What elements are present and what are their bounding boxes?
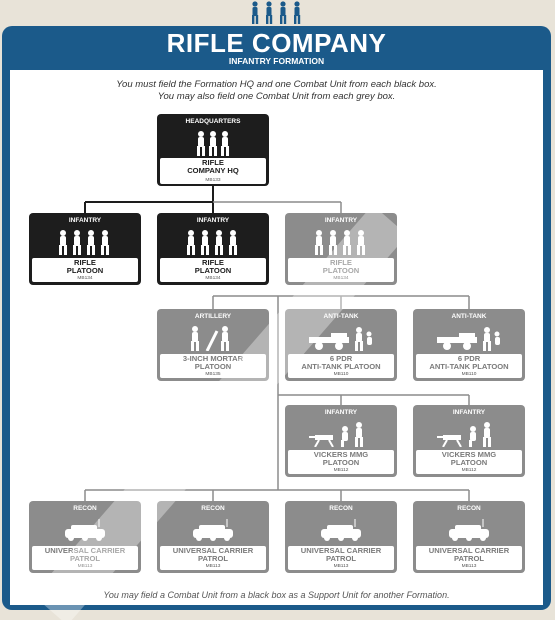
formation-subtitle: INFANTRY FORMATION: [228, 56, 325, 66]
box-label-panel: VICKERS MMG PLATOON MB112: [416, 450, 522, 474]
box-code: MB135: [205, 372, 221, 377]
rifle-platoon-box-2: INFANTRY RIFLE PLATOON MB134: [157, 213, 269, 285]
machine-gun-icon: [309, 422, 363, 447]
anti-tank-gun-icon: [309, 327, 372, 351]
box-name-line-2: PATROL: [325, 554, 357, 563]
box-label-panel: 6 PDR ANTI-TANK PLATOON MB110: [288, 354, 394, 378]
box-code: MB113: [205, 564, 221, 569]
box-code: MB134: [333, 276, 349, 281]
mortar-platoon-box: ARTILLERY 3-INCH MORTAR PLATOON MB135: [157, 309, 269, 381]
box-name-line-2: PLATOON: [194, 362, 232, 371]
box-name-line-1: VICKERS MMG: [441, 450, 497, 459]
machine-gun-icon: [437, 422, 491, 447]
box-label-panel: VICKERS MMG PLATOON MB112: [288, 450, 394, 474]
box-label-panel: 3-INCH MORTAR PLATOON MB135: [160, 354, 266, 378]
box-name-line-2: ANTI-TANK PLATOON: [429, 362, 509, 371]
box-label-panel: UNIVERSAL CARRIER PATROL MB113: [416, 546, 522, 570]
box-code: MB113: [461, 564, 477, 569]
footer-note: You may field a Combat Unit from a black…: [103, 590, 450, 600]
instruction-line-1: You must field the Formation HQ and one …: [116, 79, 437, 90]
box-code: MB133: [205, 178, 221, 183]
box-name-line-2: ANTI-TANK PLATOON: [301, 362, 381, 371]
box-name-line-1: UNIVERSAL CARRIER: [428, 546, 510, 555]
box-category: RECON: [201, 505, 225, 512]
box-name-line-1: UNIVERSAL CARRIER: [300, 546, 382, 555]
box-name-line-1: 3-INCH MORTAR: [182, 354, 244, 363]
box-name-line-2: PLATOON: [66, 266, 104, 275]
box-code: MB110: [461, 372, 477, 377]
rifle-platoon-box-1: INFANTRY RIFLE PLATOON MB134: [29, 213, 141, 285]
box-category: INFANTRY: [68, 217, 102, 224]
universal-carrier-patrol-box-3: RECON UNIVERSAL CARRIER PATROL MB113: [285, 501, 397, 573]
universal-carrier-patrol-box-2: RECON UNIVERSAL CARRIER PATROL MB113: [157, 501, 269, 573]
box-label-panel: RIFLE PLATOON MB134: [288, 258, 394, 282]
box-code: MB112: [333, 468, 349, 473]
box-name-line-1: UNIVERSAL CARRIER: [172, 546, 254, 555]
carrier-icon: [193, 519, 233, 541]
box-name-line-1: 6 PDR: [329, 354, 353, 363]
box-code: MB113: [333, 564, 349, 569]
box-name-line-2: COMPANY HQ: [187, 166, 239, 175]
box-category: ANTI-TANK: [323, 313, 359, 320]
box-name-line-2: PLATOON: [322, 266, 360, 275]
box-code: MB134: [205, 276, 221, 281]
infantry-icon: [197, 131, 229, 156]
formation-title: RIFLE COMPANY: [166, 28, 387, 58]
box-name-line-1: UNIVERSAL CARRIER: [44, 546, 126, 555]
infantry-icon: [315, 230, 365, 255]
box-name-line-2: PATROL: [69, 554, 101, 563]
anti-tank-platoon-box-2: ANTI-TANK 6 PDR ANTI-TANK PLATOON MB110: [413, 309, 525, 381]
box-category: INFANTRY: [196, 217, 230, 224]
box-label-panel: UNIVERSAL CARRIER PATROL MB113: [32, 546, 138, 570]
box-code: MB134: [77, 276, 93, 281]
carrier-icon: [65, 519, 105, 541]
box-code: MB112: [461, 468, 477, 473]
box-name-line-2: PATROL: [453, 554, 485, 563]
vickers-mmg-platoon-box-1: INFANTRY VICKERS MMG PLATOON MB112: [285, 405, 397, 477]
box-name-line-2: PLATOON: [322, 458, 360, 467]
anti-tank-platoon-box-1: ANTI-TANK 6 PDR ANTI-TANK PLATOON MB110: [285, 309, 397, 381]
instruction-line-2: You may also field one Combat Unit from …: [157, 91, 396, 102]
box-category: INFANTRY: [324, 409, 358, 416]
headquarters-box: HEADQUARTERS RIFLE COMPANY HQ MB133: [157, 114, 269, 186]
box-category: RECON: [457, 505, 481, 512]
rifle-platoon-box-3: INFANTRY RIFLE PLATOON MB134: [285, 213, 397, 285]
carrier-icon: [449, 519, 489, 541]
box-category: ARTILLERY: [194, 313, 232, 320]
box-category: RECON: [329, 505, 353, 512]
anti-tank-gun-icon: [437, 327, 500, 351]
box-name-line-2: PLATOON: [194, 266, 232, 275]
carrier-icon: [321, 519, 361, 541]
box-label-panel: RIFLE PLATOON MB134: [160, 258, 266, 282]
box-code: MB113: [77, 564, 93, 569]
universal-carrier-patrol-box-4: RECON UNIVERSAL CARRIER PATROL MB113: [413, 501, 525, 573]
box-category: INFANTRY: [452, 409, 486, 416]
box-name-line-1: RIFLE: [74, 258, 96, 267]
box-category: INFANTRY: [324, 217, 358, 224]
box-code: MB110: [333, 372, 349, 377]
box-label-panel: RIFLE COMPANY HQ MB133: [160, 158, 266, 184]
infantry-icon: [59, 230, 109, 255]
box-name-line-1: VICKERS MMG: [313, 450, 369, 459]
box-label-panel: UNIVERSAL CARRIER PATROL MB113: [288, 546, 394, 570]
box-category: HEADQUARTERS: [185, 118, 241, 125]
universal-carrier-patrol-box-1: RECON UNIVERSAL CARRIER PATROL MB113: [29, 501, 141, 573]
box-category: RECON: [73, 505, 97, 512]
box-label-panel: 6 PDR ANTI-TANK PLATOON MB110: [416, 354, 522, 378]
mortar-icon: [191, 326, 229, 351]
box-name-line-2: PATROL: [197, 554, 229, 563]
box-name-line-1: 6 PDR: [457, 354, 481, 363]
infantry-icon: [187, 230, 237, 255]
box-category: ANTI-TANK: [451, 313, 487, 320]
box-name-line-1: RIFLE: [202, 258, 224, 267]
box-name-line-2: PLATOON: [450, 458, 488, 467]
box-label-panel: RIFLE PLATOON MB134: [32, 258, 138, 282]
box-name-line-1: RIFLE: [202, 158, 224, 167]
soldiers-icon: [252, 1, 301, 24]
box-name-line-1: RIFLE: [330, 258, 352, 267]
vickers-mmg-platoon-box-2: INFANTRY VICKERS MMG PLATOON MB112: [413, 405, 525, 477]
box-label-panel: UNIVERSAL CARRIER PATROL MB113: [160, 546, 266, 570]
